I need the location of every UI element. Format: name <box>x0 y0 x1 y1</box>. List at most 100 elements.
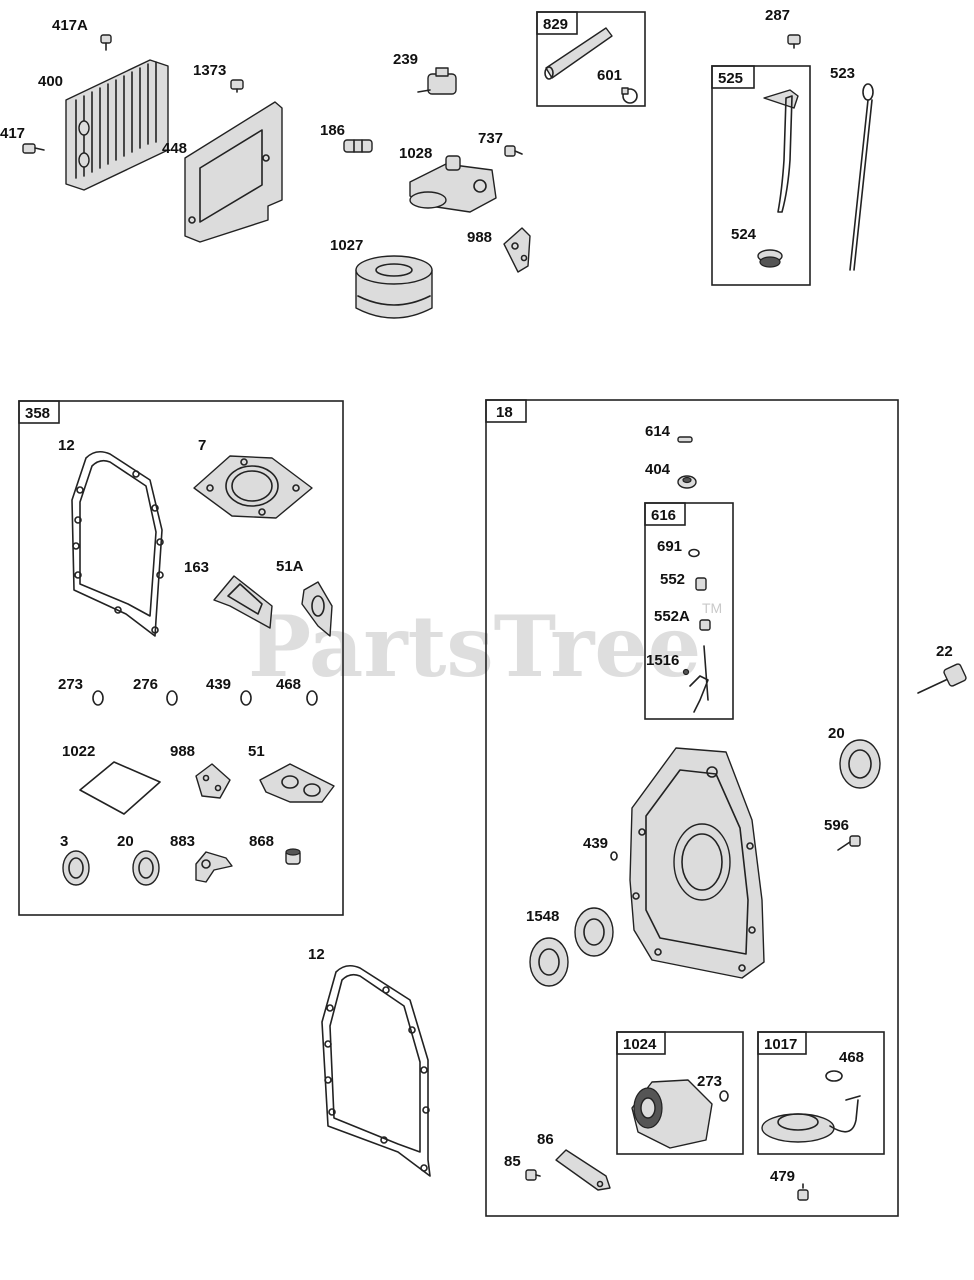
part-163-gasket[interactable] <box>213 575 273 629</box>
label-1516: 1516 <box>646 652 679 669</box>
label-186: 186 <box>320 122 345 139</box>
part-51-gasket[interactable] <box>259 763 335 803</box>
part-417-bolt[interactable] <box>22 143 45 154</box>
label-86: 86 <box>537 1131 554 1148</box>
group-18-label: 18 <box>496 404 513 421</box>
part-85-bolt[interactable] <box>525 1169 541 1181</box>
group-616-label: 616 <box>651 507 676 524</box>
label-7: 7 <box>198 437 206 454</box>
part-479-screw[interactable] <box>797 1183 809 1201</box>
part-988-gasket-box[interactable] <box>195 763 231 799</box>
group-525-box[interactable]: 525 524 <box>711 65 811 286</box>
part-1024-oil-pump[interactable] <box>631 1079 713 1149</box>
part-186-fitting[interactable] <box>343 139 373 153</box>
label-601: 601 <box>597 67 622 84</box>
part-448-bracket[interactable] <box>184 101 283 243</box>
part-1027-oil-filter[interactable] <box>355 255 433 319</box>
label-1027: 1027 <box>330 237 363 254</box>
part-400-oil-cooler[interactable] <box>65 59 169 191</box>
part-552a-spacer[interactable] <box>699 619 711 631</box>
part-12-crankcase-gasket-loose[interactable] <box>321 964 431 1177</box>
part-273-o-ring[interactable] <box>92 690 104 706</box>
label-479: 479 <box>770 1168 795 1185</box>
label-400: 400 <box>38 73 63 90</box>
part-439-o-ring[interactable] <box>240 690 252 706</box>
part-883-gasket[interactable] <box>195 851 233 883</box>
label-12-loose: 12 <box>308 946 325 963</box>
label-417: 417 <box>0 125 25 142</box>
part-276-washer[interactable] <box>166 690 178 706</box>
group-829-label: 829 <box>543 16 568 33</box>
label-523: 523 <box>830 65 855 82</box>
part-552-spacer[interactable] <box>695 577 707 591</box>
part-829-hose[interactable] <box>544 27 613 80</box>
part-20-seal-box[interactable] <box>132 850 160 886</box>
part-22-bolt[interactable] <box>917 663 967 694</box>
label-1373: 1373 <box>193 62 226 79</box>
label-439-box: 439 <box>206 676 231 693</box>
group-525-label: 525 <box>718 70 743 87</box>
group-1024-label: 1024 <box>623 1036 657 1053</box>
label-163: 163 <box>184 559 209 576</box>
part-524-grommet[interactable] <box>757 249 783 268</box>
group-616-box[interactable]: 616 691 552 552A 1516 <box>644 502 734 720</box>
part-614-pin[interactable] <box>677 436 693 443</box>
part-439-o-ring-cover[interactable] <box>610 851 618 861</box>
part-287-bolt[interactable] <box>787 34 801 49</box>
part-7-head-gasket[interactable] <box>193 455 313 519</box>
part-523-dipstick[interactable] <box>849 83 874 271</box>
part-51a-gasket[interactable] <box>301 581 333 637</box>
part-3-seal[interactable] <box>62 850 90 886</box>
label-20-box: 20 <box>117 833 134 850</box>
group-1017-box[interactable]: 1017 468 <box>757 1031 885 1155</box>
part-20-seal-side[interactable] <box>839 739 881 789</box>
part-737-bolt[interactable] <box>504 145 523 157</box>
part-468-o-ring-pickup[interactable] <box>825 1070 843 1082</box>
label-1028: 1028 <box>399 145 432 162</box>
label-404: 404 <box>645 461 671 478</box>
part-12-crankcase-gasket[interactable] <box>71 450 164 637</box>
label-287: 287 <box>765 7 790 24</box>
part-868-valve-seal[interactable] <box>285 848 301 865</box>
group-358-label: 358 <box>25 405 50 422</box>
group-1017-label: 1017 <box>764 1036 797 1053</box>
label-596: 596 <box>824 817 849 834</box>
label-468-box: 468 <box>276 676 301 693</box>
part-273-o-ring-pump[interactable] <box>719 1090 729 1102</box>
part-1017-oil-pickup[interactable] <box>761 1095 861 1143</box>
group-358-box[interactable]: 358 12 7 163 <box>18 400 344 916</box>
label-273-box: 273 <box>58 676 83 693</box>
label-51: 51 <box>248 743 265 760</box>
part-988-gasket[interactable] <box>503 227 531 273</box>
label-614: 614 <box>645 423 671 440</box>
part-1548-bearing[interactable] <box>529 907 614 987</box>
label-737: 737 <box>478 130 503 147</box>
watermark-tm: TM <box>702 600 722 616</box>
label-883: 883 <box>170 833 195 850</box>
part-468-o-ring[interactable] <box>306 690 318 706</box>
part-1373-bolt[interactable] <box>230 79 244 93</box>
part-404-washer[interactable] <box>677 475 697 489</box>
part-601-clamp[interactable] <box>621 87 638 104</box>
group-829-box[interactable]: 829 601 <box>536 11 646 107</box>
label-691: 691 <box>657 538 682 555</box>
label-417a: 417A <box>52 17 88 34</box>
part-1028-oil-filter-adapter[interactable] <box>409 155 497 213</box>
label-868: 868 <box>249 833 274 850</box>
part-417a-bolt[interactable] <box>100 34 112 51</box>
part-691-washer[interactable] <box>688 548 700 558</box>
group-1024-box[interactable]: 1024 273 <box>616 1031 744 1155</box>
label-552: 552 <box>660 571 685 588</box>
part-86-plate[interactable] <box>555 1149 611 1191</box>
label-552a: 552A <box>654 608 690 625</box>
label-468-pickup: 468 <box>839 1049 864 1066</box>
part-1516-governor-shaft[interactable] <box>682 645 709 713</box>
part-525-dipstick-tube[interactable] <box>763 89 799 213</box>
part-239-oil-pressure-switch[interactable] <box>417 67 457 95</box>
group-18-box[interactable]: 18 614 404 616 691 552 <box>485 399 899 1217</box>
crankcase-cover[interactable] <box>629 747 765 979</box>
label-988-box: 988 <box>170 743 195 760</box>
part-596-bolt[interactable] <box>837 835 861 851</box>
part-1022-gasket[interactable] <box>79 761 161 815</box>
